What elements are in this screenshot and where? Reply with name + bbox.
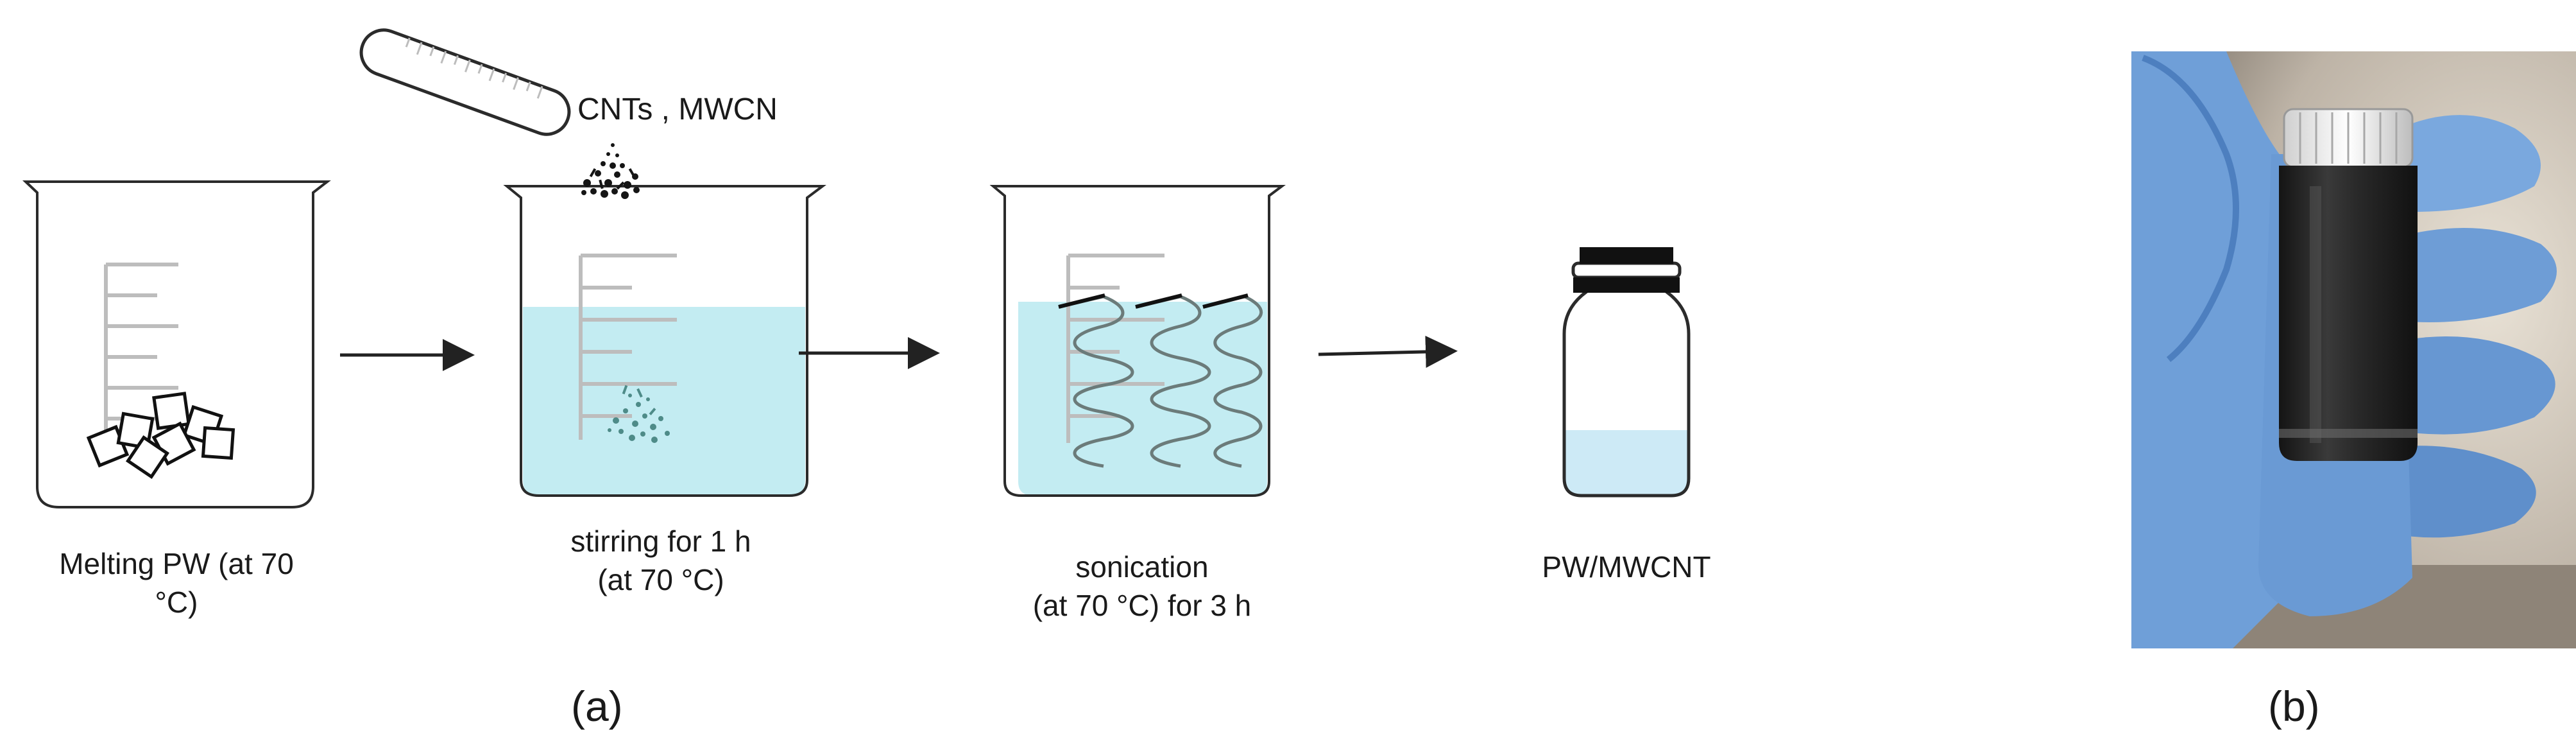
glove-finger-2 <box>2374 228 2557 322</box>
step-3-label-line2: (at 70 °C) for 3 h <box>1032 589 1252 622</box>
liquid <box>523 307 805 496</box>
product-bottle <box>1562 247 1691 498</box>
bottle-outline <box>1562 276 1691 498</box>
vial-photo <box>2131 51 2576 648</box>
test-tube <box>359 28 571 136</box>
liquid <box>1564 430 1689 496</box>
step-2-label-line2: (at 70 °C) <box>597 563 724 596</box>
step-3-label-line1: sonication <box>1075 550 1209 584</box>
beaker-sonication <box>989 185 1286 497</box>
arrow-step-3 <box>1318 335 1458 368</box>
step-2-label-line1: stirring for 1 h <box>570 525 751 558</box>
additive-label: CNTs , MWCN <box>577 92 778 126</box>
beaker-melting <box>22 180 331 508</box>
cnt-powder <box>581 143 640 199</box>
graduation-marks <box>104 263 178 443</box>
glove-finger-4 <box>2374 446 2536 538</box>
glove-thumb <box>2131 51 2284 648</box>
step-1-label-line2: °C) <box>155 586 198 619</box>
panel-a-label: (a) <box>571 682 623 730</box>
dispersed-nanotubes <box>608 385 670 443</box>
coil-tops <box>1058 293 1249 309</box>
panel-b-label: (b) <box>2268 682 2320 730</box>
beaker-outline <box>22 180 331 508</box>
beaker-stirring <box>503 143 826 497</box>
beaker-outline <box>989 185 1286 497</box>
vial-body <box>2279 166 2418 461</box>
glove-finger-3 <box>2374 336 2555 435</box>
ultrasonic-coils <box>1058 295 1263 468</box>
graduation-marks <box>579 254 677 440</box>
step-1-label-line1: Melting PW (at 70 <box>59 547 294 580</box>
wax-cubes <box>86 392 235 480</box>
step-4-label: PW/MWCNT <box>1542 550 1711 584</box>
beaker-outline <box>503 185 826 497</box>
